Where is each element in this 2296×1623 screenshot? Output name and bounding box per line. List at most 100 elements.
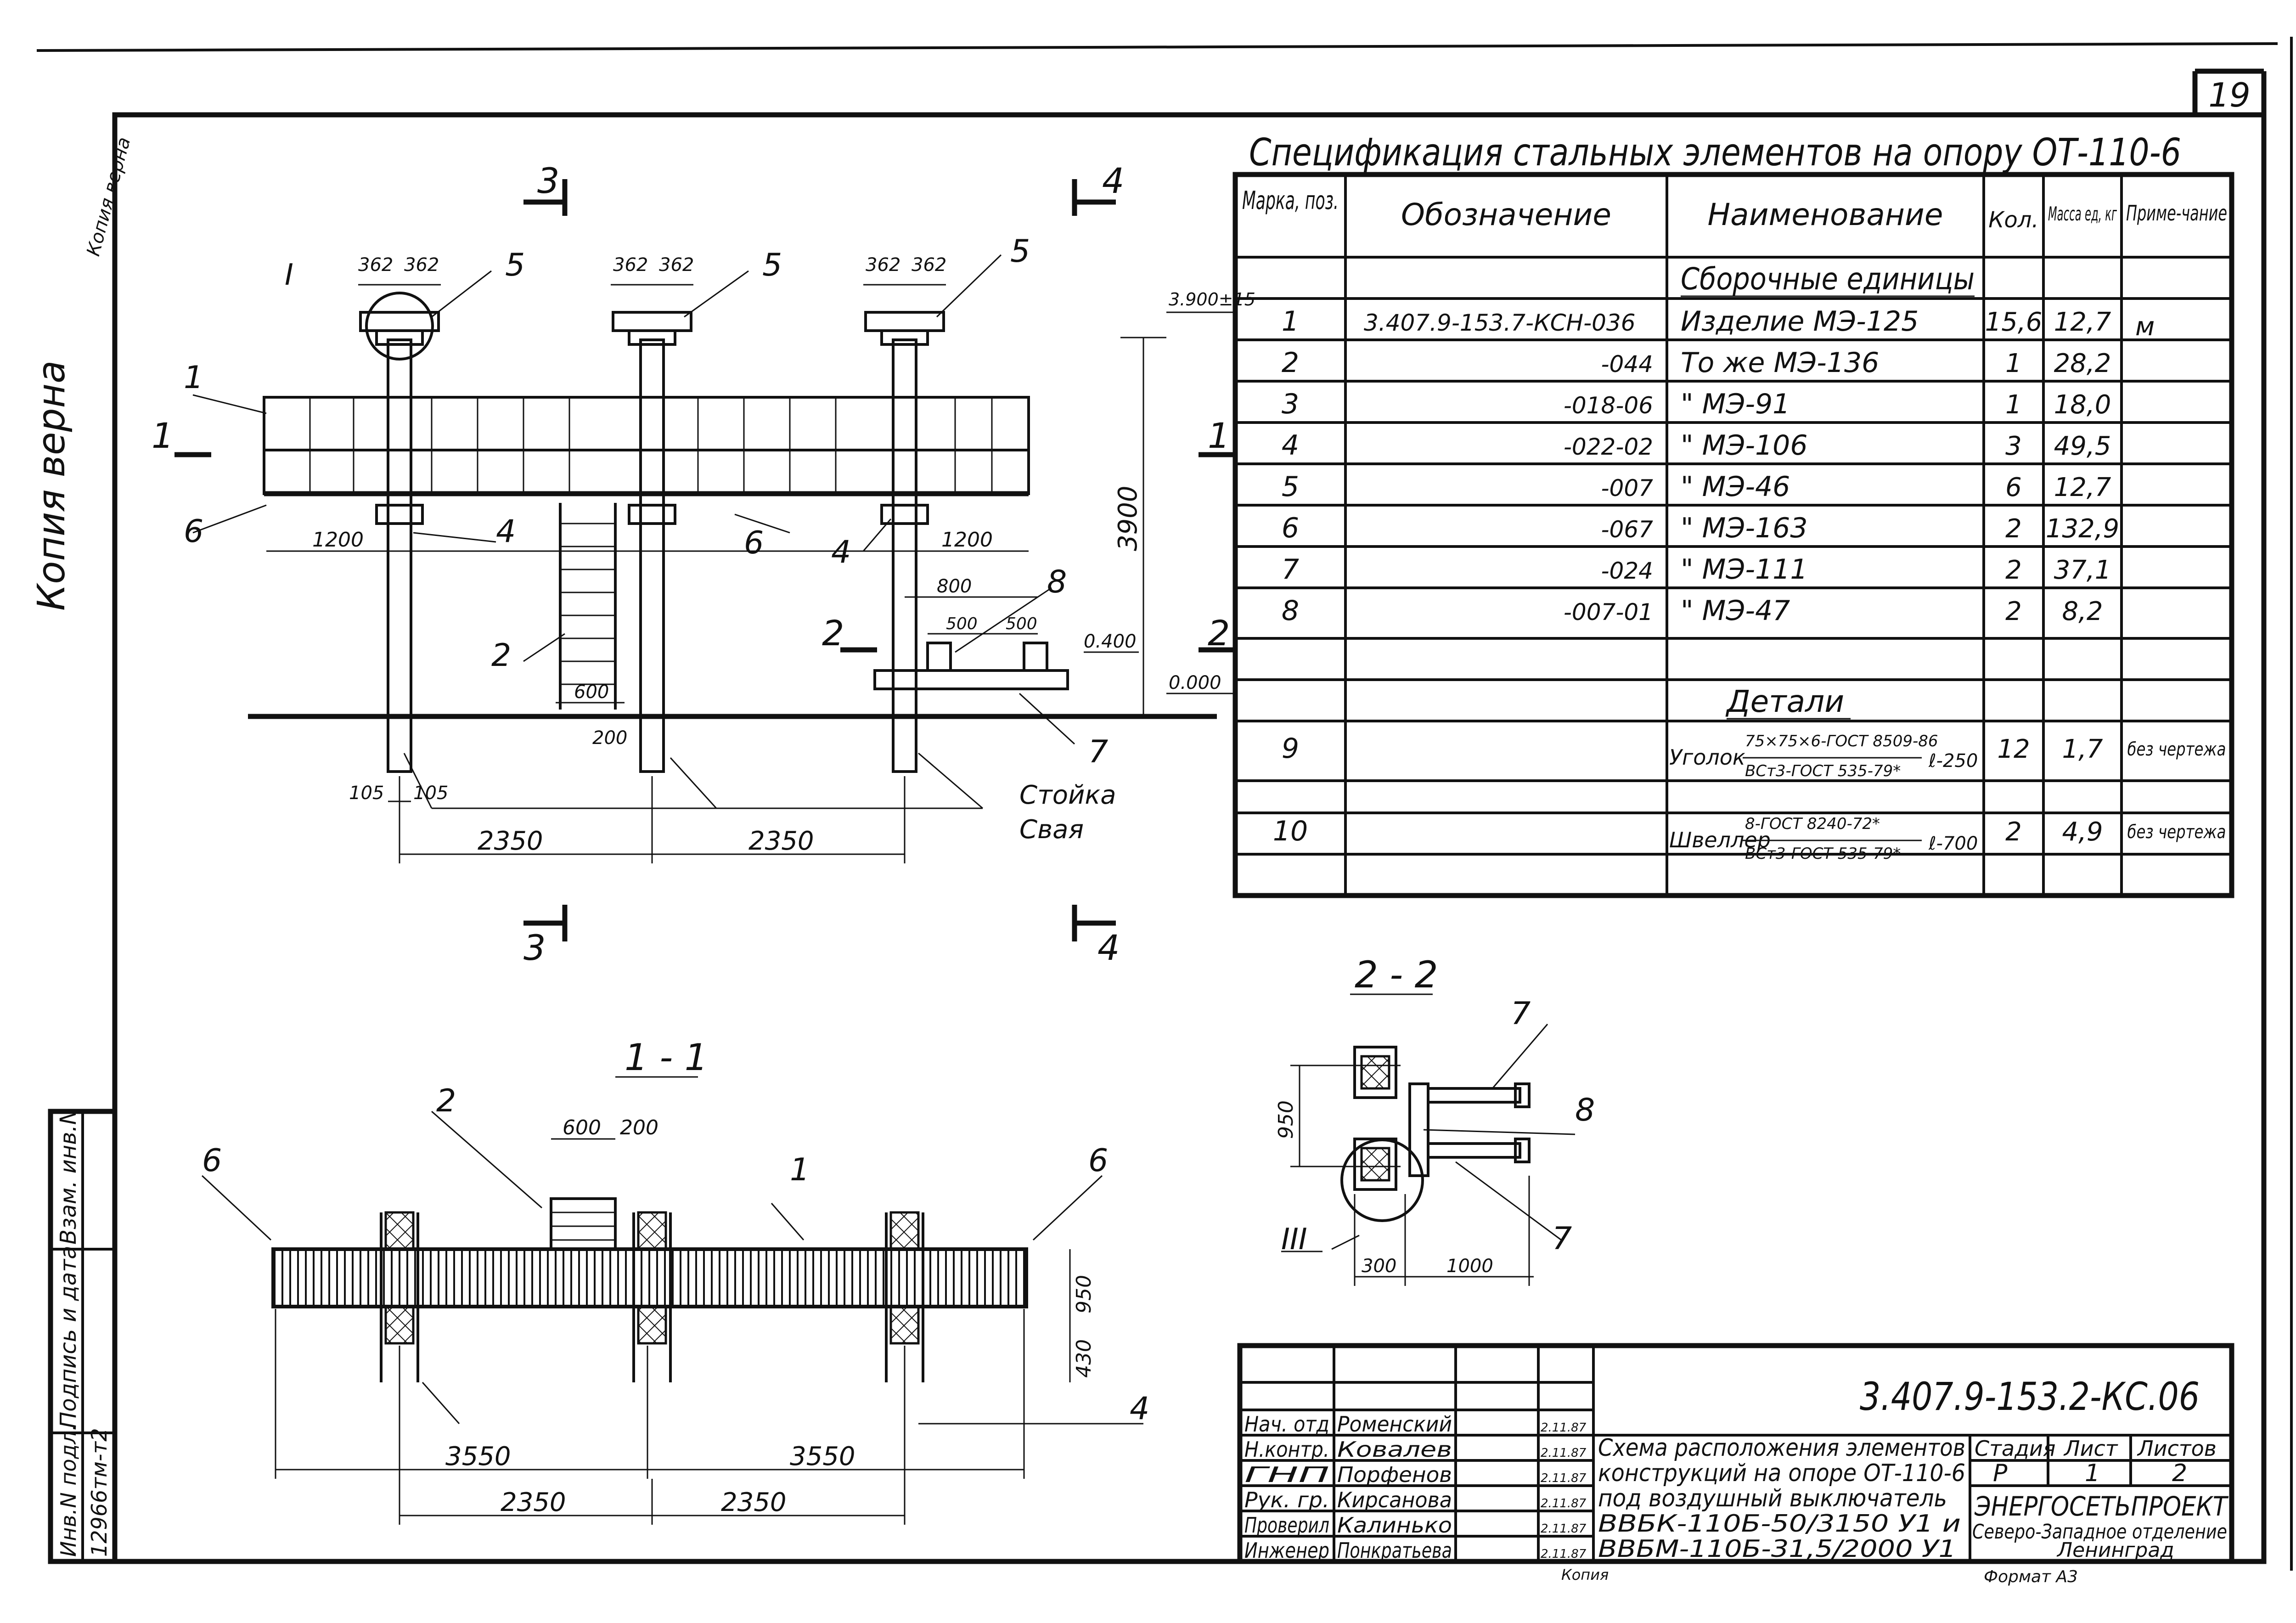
s11-dim-3550b: 3550 [790,1442,855,1471]
s22-dim-950: 950 [1274,1100,1298,1139]
spec-row-name: То же МЭ-136 [1681,347,1879,379]
desc-line-1: Схема расположения элементов [1598,1434,1965,1462]
tb-name: Калинько [1337,1513,1452,1538]
s22-dim-1000: 1000 [1446,1256,1493,1277]
s11-dim-430: 430 [1072,1339,1096,1378]
tb-role: Нач. отд [1244,1412,1329,1437]
node-label-i: I [285,258,293,292]
header-name: Наименование [1708,197,1943,232]
label-post: Стойка [1019,780,1116,810]
desc-line-3: под воздушный выключатель [1598,1485,1947,1512]
spec-row-mark: 2 [1282,347,1299,379]
dim-600: 600 [574,682,609,703]
spec-row-designation: -007 [1601,475,1654,502]
detail-length: ℓ-700 [1928,833,1978,854]
dim-1200-left: 1200 [312,528,364,552]
spec-row-qty: 1 [2005,390,2022,420]
tb-role: ГНП [1244,1462,1329,1487]
header-mass: Масса ед, кг [2048,203,2117,225]
detail-note: без чертежа [2127,739,2226,760]
header-note: Приме-чание [2126,201,2227,225]
spec-row-qty: 15,6 [1985,307,2043,337]
spec-row-designation: -024 [1601,558,1653,584]
dim-105a: 105 [349,783,384,804]
spec-row-mass: 37,1 [2054,555,2111,585]
sheet-frame: 19 [36,37,2293,1571]
spec-row-name: " МЭ-91 [1681,388,1790,420]
s11-callout-2: 2 [436,1083,456,1119]
spec-row-qty: 2 [2005,514,2022,544]
tb-name: Понкратьева [1337,1538,1452,1563]
detail-mark: 10 [1273,815,1308,847]
cut-mark-2-right: 2 [1208,613,1230,654]
s11-dim-600: 600 [563,1116,601,1139]
spec-row-mass: 8,2 [2062,597,2103,626]
spec-row-designation: -067 [1601,516,1654,543]
s22-dim-300: 300 [1362,1256,1396,1277]
spec-row-mark: 5 [1282,471,1299,503]
spec-row-name: " МЭ-106 [1681,429,1808,462]
org-name: ЭНЕРГОСЕТЬПРОЕКТ [1974,1491,2229,1522]
desc-line-5: ВВБМ-110Б-31,5/2000 У1 [1598,1535,1956,1563]
spec-row-mass: 49,5 [2054,431,2111,461]
node-circle-i [365,292,434,361]
section-1-1-title: 1 - 1 [625,1036,708,1079]
cut-mark-3-bottom: 3 [523,927,546,968]
header-qty: Кол. [1988,207,2038,233]
s11-callout-6a: 6 [202,1143,222,1179]
s22-callout-8: 8 [1575,1092,1595,1128]
cut-mark-1-right: 1 [1208,415,1230,456]
callout-8: 8 [1047,564,1067,600]
detail-top: 75×75×6-ГОСТ 8509-86 [1745,732,1938,750]
org-sub: Северо-Западное отделение [1972,1520,2227,1544]
spec-row-name: Изделие МЭ-125 [1681,305,1919,338]
spec-row-name: " МЭ-46 [1681,471,1790,503]
sheet-value: 1 [2085,1460,2100,1487]
s11-dim-200: 200 [620,1116,658,1139]
callout-1: 1 [184,360,203,396]
callout-5b: 5 [762,247,782,283]
level-zero: 0.000 [1169,672,1221,693]
header-designation: Обозначение [1401,197,1611,232]
s11-dim-950: 950 [1072,1275,1096,1313]
callout-6a: 6 [184,513,203,550]
tb-role: Проверил [1244,1513,1329,1538]
stage-label: Стадия [1975,1436,2055,1461]
callout-7: 7 [1088,734,1108,770]
spec-row-mark: 3 [1282,388,1299,420]
dim-2350b: 2350 [748,826,814,856]
copy-label: Копия [1561,1566,1609,1584]
dim-362-3: 362 [613,254,648,276]
ladder [559,503,617,710]
spec-row-qty: 3 [2005,431,2022,461]
cut-mark-2-left: 2 [822,613,844,654]
callout-5a: 5 [505,247,525,283]
callout-2: 2 [491,637,511,674]
spec-row-qty: 6 [2005,473,2022,502]
spec-row-qty: 2 [2005,555,2022,585]
cut-mark-3-top: 3 [537,160,559,201]
s22-callout-7a: 7 [1511,996,1531,1032]
elevation-view: 3 4 3 4 1 1 2 2 I 362 362 362 362 362 36… [152,160,1255,968]
tb-date: 2.11.87 [1541,1421,1587,1435]
spec-row-qty: 1 [2005,349,2022,378]
tb-name: Ковалев [1337,1437,1452,1462]
tb-date: 2.11.87 [1541,1547,1587,1561]
stamp-inv-value: 12966тм-т2 [87,1428,112,1557]
tb-role: Инженер [1244,1538,1329,1563]
tb-name: Кирсанова [1337,1488,1452,1512]
spec-row-designation: -018-06 [1564,392,1653,419]
org-city: Ленинград [2056,1538,2174,1562]
tb-date: 2.11.87 [1541,1497,1587,1510]
level-mid: 0.400 [1084,631,1137,652]
spec-row-note: м [2135,312,2155,342]
s11-callout-4: 4 [1130,1391,1149,1427]
cut-mark-1-left: 1 [152,415,174,456]
tb-date: 2.11.87 [1541,1522,1587,1536]
tb-role: Рук. гр. [1244,1488,1329,1512]
spec-row-qty: 2 [2005,597,2022,626]
spec-row-mark: 6 [1282,512,1299,544]
spec-row-mass: 12,7 [2054,307,2111,337]
